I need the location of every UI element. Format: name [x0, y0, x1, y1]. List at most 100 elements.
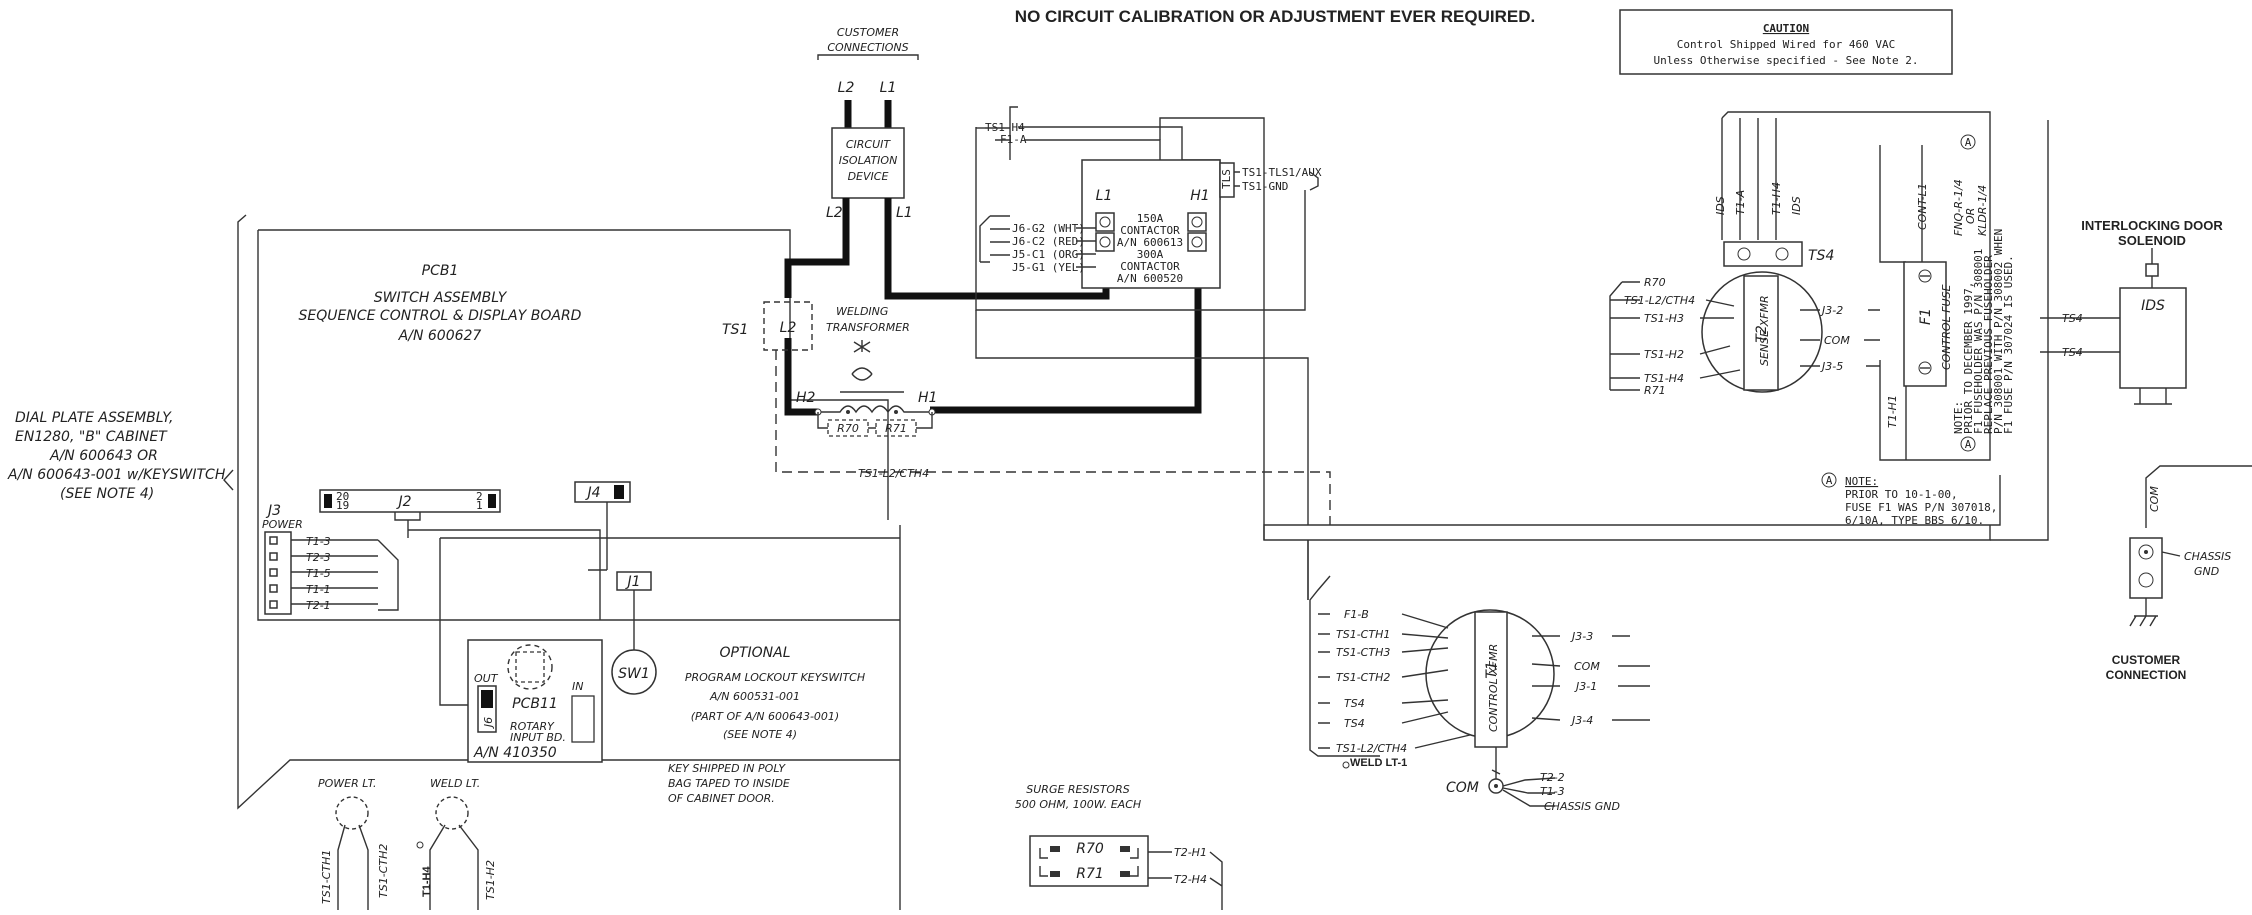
chassis-ground: COM CHASSIS GND CUSTOMER CONNECTION: [2106, 465, 2252, 682]
coil-wire-2: J6-C2 (RED): [1012, 235, 1085, 248]
j2-pin-19: 19: [336, 499, 349, 512]
t1-bottom-3: CHASSIS GND: [1544, 800, 1620, 813]
power-light-label: POWER LT.: [318, 777, 377, 790]
t2-sense-transformer: IDS T1-A T1-H4 IDS TS4 T2 SENSE XFMR R70…: [1609, 111, 1991, 397]
ids-wire-1: TS4: [2062, 312, 2083, 325]
fuse-label: CONTROL FUSE: [1940, 284, 1953, 370]
iso-line2: ISOLATION: [839, 154, 898, 167]
t1-left-7: TS1-L2/CTH4: [1336, 742, 1407, 755]
pcb1-title: PCB1: [422, 263, 459, 279]
t2-left-4: TS1-H2: [1644, 348, 1684, 361]
surge-r71: R71: [1076, 866, 1104, 882]
transformer-primary-coil: [820, 405, 930, 414]
fuse-note-0: NOTE:: [1952, 401, 1965, 434]
j3-pin-3: T1-5: [306, 567, 331, 580]
contactor-line1: 150A: [1137, 212, 1164, 225]
note-a-line2: PRIOR TO 10-1-00,: [1845, 488, 1958, 501]
caution-line2: Unless Otherwise specified - See Note 2.: [1654, 54, 1919, 67]
optional-line3: (PART OF A/N 600643-001): [691, 710, 839, 723]
t1-control-transformer: T1 CONTROL XFMR F1-B TS1-CTH1 TS1-CTH3 T…: [1309, 575, 1650, 813]
fuse-note-5: F1 FUSE P/N 307024 IS USED.: [2002, 255, 2015, 434]
t1-left-6: TS4: [1344, 717, 1365, 730]
t1-right-1: J3-3: [1570, 630, 1593, 643]
note-a-line4: 6/10A, TYPE BBS 6/10.: [1845, 514, 1984, 527]
isolation-device[interactable]: CIRCUIT ISOLATION DEVICE: [831, 127, 905, 199]
surge-title2: 500 OHM, 100W. EACH: [1015, 798, 1141, 811]
j4-label: J4: [584, 485, 600, 501]
optional-line2: A/N 600531-001: [709, 690, 800, 703]
t2-label2: SENSE XFMR: [1758, 295, 1771, 366]
pcb11-an: A/N 410350: [473, 745, 557, 761]
t1-label2: CONTROL XFMR: [1487, 644, 1500, 732]
cth4-dashed-run: [775, 350, 1331, 525]
j3-pin-2: T2-3: [306, 551, 331, 564]
contactor-line4: 300A: [1137, 248, 1164, 261]
field-wire-2: [1159, 117, 1991, 541]
customer-line1: CUSTOMER: [837, 26, 899, 39]
contactor-line6: A/N 600520: [1117, 272, 1183, 285]
iso-out-l1: L1: [896, 205, 913, 221]
optional-title: OPTIONAL: [719, 645, 790, 661]
surge-wire-1: T2-H1: [1174, 846, 1207, 859]
light-wire-2: TS1-CTH2: [377, 844, 390, 898]
t2-left-6: R71: [1644, 384, 1666, 397]
coil-wire-4: J5-G1 (YEL): [1012, 261, 1085, 274]
transformer-title1: WELDING: [836, 305, 888, 318]
optional-line4: (SEE NOTE 4): [723, 728, 797, 741]
t1-bottom-1: T2-2: [1540, 771, 1565, 784]
fuse-marker-top-text: A: [1965, 136, 1972, 149]
customer-l1: L1: [880, 80, 897, 96]
optional-line1: PROGRAM LOCKOUT KEYSWITCH: [685, 671, 865, 684]
light-wire-3: T1-H4: [421, 866, 433, 897]
pcb11-title: PCB11: [512, 696, 558, 712]
caution-line1: Control Shipped Wired for 460 VAC: [1677, 38, 1896, 51]
cth4-label: TS1-L2/CTH4: [858, 467, 929, 480]
ts1-label: TS1: [722, 322, 748, 338]
sw1-keyswitch[interactable]: SW1: [611, 649, 657, 695]
t2-top-3: T1-H4: [1770, 182, 1783, 215]
fuse-note-4: P/N 308001 WITH P/N 308002 WHEN: [1992, 229, 2005, 434]
ts4-terminal: TS4: [1723, 241, 1834, 267]
chassis-gnd2: GND: [2194, 565, 2219, 578]
transformer-r71: R71: [885, 422, 907, 435]
contactor: L1 H1 150A CONTACTOR A/N 600613 300A CON…: [975, 106, 1322, 311]
tls-label: TLS: [1220, 169, 1233, 189]
dial-plate-line2: EN1280, "B" CABINET: [15, 429, 168, 445]
sw1-label: SW1: [618, 666, 650, 682]
indicator-lights: POWER LT. WELD LT. TS1-CTH1 TS1-CTH2 T1-…: [318, 777, 497, 910]
ids-title1: INTERLOCKING DOOR: [2081, 218, 2223, 233]
dial-plate-line5: (SEE NOTE 4): [60, 486, 154, 502]
j2-connector: J2 20 19 2 1: [319, 489, 900, 620]
chassis-com: COM: [2148, 486, 2161, 512]
t1-bottom-2: T1-3: [1540, 785, 1565, 798]
t1-right-4: J3-4: [1570, 714, 1593, 727]
customer-connection1: CUSTOMER: [2112, 653, 2181, 667]
transformer-resistors: R70 R71: [817, 412, 933, 437]
iso-out-l2: L2: [826, 205, 843, 221]
t2-left-3: TS1-H3: [1644, 312, 1684, 325]
optional-keyswitch-note: OPTIONAL PROGRAM LOCKOUT KEYSWITCH A/N 6…: [668, 645, 865, 805]
pcb11-rotary1: ROTARY: [510, 720, 555, 733]
fuse-marker-bottom-text: A: [1965, 438, 1972, 451]
j3-pin-1: T1-3: [306, 535, 331, 548]
fuse-bottom-wire: T1-H1: [1886, 395, 1899, 428]
surge-wire-2: T2-H4: [1174, 873, 1207, 886]
t2-left-1: R70: [1644, 276, 1666, 289]
heavy-conductor-l2: [784, 198, 850, 298]
contactor-top-wire-2: F1-A: [1000, 133, 1027, 146]
j3-connector: J3 POWER T1-3 T2-3 T1-5 T1-1 T2-1: [262, 503, 399, 615]
tls-wire-1: TS1-TLS1/AUX: [1242, 166, 1322, 179]
iso-line1: CIRCUIT: [846, 138, 892, 151]
t2-top-4: IDS: [1790, 196, 1803, 215]
contactor-line3: A/N 600613: [1117, 236, 1183, 249]
customer-connections: CUSTOMER CONNECTIONS L2 L1 CIRCUIT ISOLA…: [784, 26, 1202, 416]
field-wire-3: [1263, 475, 2001, 540]
t2-left-wires: R70 TS1-L2/CTH4 TS1-H3 TS1-H2 TS1-H4 R71: [1609, 276, 1741, 397]
pcb11-in: IN: [572, 680, 583, 693]
fuse-marker-bottom: [1960, 436, 1976, 452]
surge-resistors: SURGE RESISTORS 500 OHM, 100W. EACH R70 …: [1015, 783, 1223, 910]
caution-title: CAUTION: [1763, 22, 1809, 35]
customer-l2: L2: [838, 80, 855, 96]
